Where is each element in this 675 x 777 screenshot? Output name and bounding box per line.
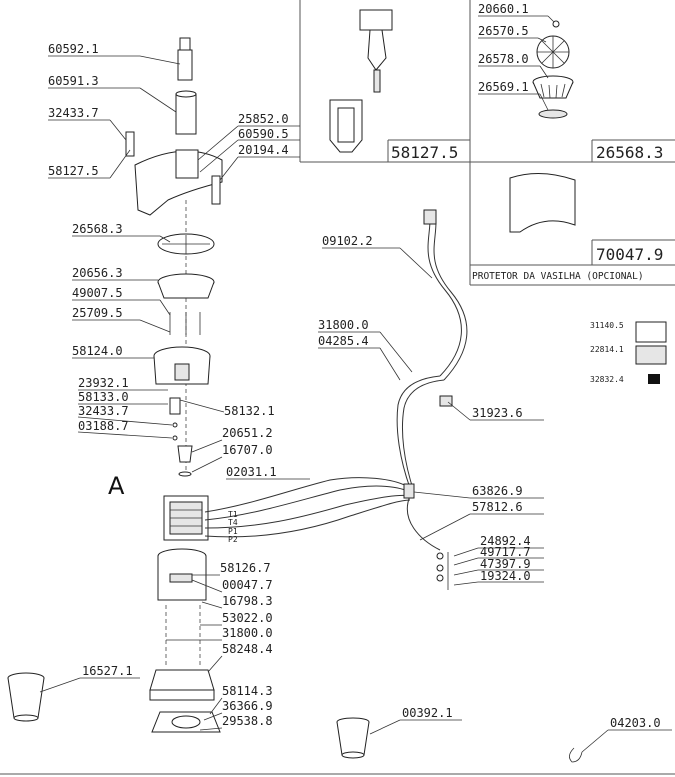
- housing-58126-7: [157, 548, 207, 601]
- motor-assembly: [163, 495, 209, 541]
- label-22814-1: [635, 345, 667, 365]
- label-19324-0: 19324.0: [480, 569, 531, 583]
- label-20194-4: 20194.4: [238, 143, 289, 157]
- sieve-star-icon: [536, 35, 570, 69]
- label-24892-4: 24892.4: [480, 534, 531, 548]
- label-25709-5: 25709.5: [72, 306, 123, 320]
- rods-53022-0: [165, 605, 201, 665]
- inset-label-58127-5: 58127.5: [391, 143, 458, 162]
- leader-lines: [39, 15, 672, 753]
- label-29538-8: 29538.8: [222, 714, 273, 728]
- label-26570-5: 26570.5: [478, 24, 529, 38]
- wire-label-t1: T1: [228, 510, 238, 519]
- label-63826-9: 63826.9: [472, 484, 523, 498]
- label-31800-0-lower: 31800.0: [222, 626, 273, 640]
- label-49007-5: 49007.5: [72, 286, 123, 300]
- label-26578-0: 26578.0: [478, 52, 529, 66]
- label-58248-4: 58248.4: [222, 642, 273, 656]
- label-57812-6: 57812.6: [472, 500, 523, 514]
- sleeve-60591-3: [175, 90, 197, 135]
- screws-49007-5: [169, 312, 201, 335]
- label-58133-0: 58133.0: [78, 390, 129, 404]
- cup-16527-1: [7, 672, 45, 722]
- label-31800-0-upper: 31800.0: [318, 318, 369, 332]
- wire-label-p1: P1: [228, 527, 238, 536]
- coupler-58133-0: [169, 397, 181, 441]
- part-labels: 60592.1 60591.3 32433.7 58127.5 25852.0 …: [48, 2, 661, 730]
- base-bowl-58124-0: [153, 346, 211, 385]
- part-31140-5: [635, 321, 667, 343]
- label-60590-5: 60590.5: [238, 127, 289, 141]
- inset-label-70047-9: 70047.9: [596, 245, 663, 264]
- label-58132-1: 58132.1: [224, 404, 275, 418]
- wire-label-p2: P2: [228, 535, 238, 544]
- protector-note: PROTETOR DA VASILHA (OPCIONAL): [472, 271, 644, 282]
- cables: [204, 209, 468, 551]
- label-58114-3: 58114.3: [222, 684, 273, 698]
- label-58124-0: 58124.0: [72, 344, 123, 358]
- label-32433-7-top: 32433.7: [48, 106, 99, 120]
- label-20651-2: 20651.2: [222, 426, 273, 440]
- label-32433-7-mid: 32433.7: [78, 404, 129, 418]
- inset-26568-3: [469, 0, 675, 163]
- cup-00392-1: [336, 717, 370, 759]
- label-60592-1: 60592.1: [48, 42, 99, 56]
- basket-filter-icon: [532, 75, 574, 99]
- label-32832-4: 32832.4: [590, 375, 624, 384]
- hook-04203-0: [569, 747, 583, 763]
- label-60591-3: 60591.3: [48, 74, 99, 88]
- lid-25852-0: [125, 131, 223, 216]
- label-31140-5: 31140.5: [590, 321, 624, 330]
- label-26569-1: 26569.1: [478, 80, 529, 94]
- label-20656-3: 20656.3: [72, 266, 123, 280]
- bowl-20656-3: [157, 273, 215, 299]
- label-53022-0: 53022.0: [222, 611, 273, 625]
- label-04285-4: 04285.4: [318, 334, 369, 348]
- label-49717-7: 49717.7: [480, 545, 531, 559]
- callout-a: A: [108, 472, 125, 500]
- reamer-26568-3: [157, 233, 215, 255]
- label-16707-0: 16707.0: [222, 443, 273, 457]
- switch-parts: [436, 552, 449, 590]
- label-02031-1: 02031.1: [226, 465, 277, 479]
- label-03188-7: 03188.7: [78, 419, 129, 433]
- foot-plate-58114-3: [151, 711, 221, 733]
- label-31923-6: 31923.6: [472, 406, 523, 420]
- inset-58127-5: [299, 0, 471, 163]
- label-16527-1: 16527.1: [82, 664, 133, 678]
- label-09102-2: 09102.2: [322, 234, 373, 248]
- part-32832-4: [648, 374, 660, 384]
- label-25852-0: 25852.0: [238, 112, 289, 126]
- label-22814-1: 22814.1: [590, 345, 624, 354]
- label-58126-7: 58126.7: [220, 561, 271, 575]
- base-58248-4: [149, 669, 215, 701]
- label-47397-9: 47397.9: [480, 557, 531, 571]
- shaft-20651-2: [177, 445, 193, 477]
- wire-label-t4: T4: [228, 518, 238, 527]
- inset-label-26568-3: 26568.3: [596, 143, 663, 162]
- label-23932-1: 23932.1: [78, 376, 129, 390]
- label-00047-7: 00047.7: [222, 578, 273, 592]
- shaft-60592-1: [177, 37, 193, 81]
- label-26568-3: 26568.3: [72, 222, 123, 236]
- label-04203-0: 04203.0: [610, 716, 661, 730]
- label-36366-9: 36366.9: [222, 699, 273, 713]
- label-20660-1: 20660.1: [478, 2, 529, 16]
- label-00392-1: 00392.1: [402, 706, 453, 720]
- label-16798-3: 16798.3: [222, 594, 273, 608]
- label-58127-5: 58127.5: [48, 164, 99, 178]
- inset-70047-9: [469, 162, 675, 286]
